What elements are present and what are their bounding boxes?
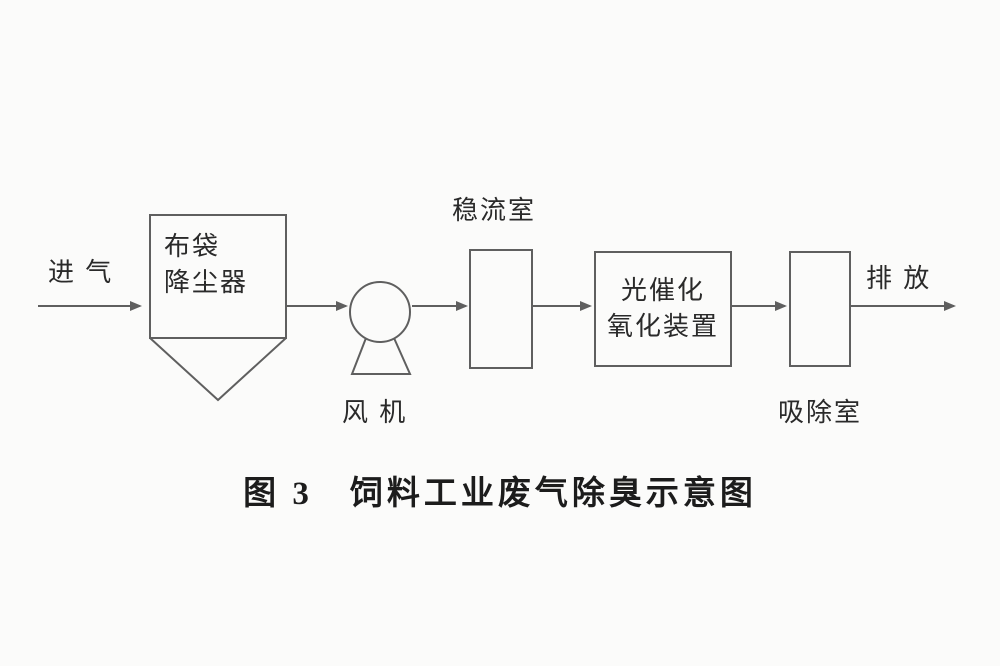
dust-collector-hopper [149,337,287,402]
inlet-label: 进 气 [48,257,114,287]
photocatalytic-label-line1: 光催化 [620,275,705,305]
dust-collector-label-line2: 降尘器 [164,267,249,297]
fan-label: 风 机 [342,397,408,427]
stabilizer-chamber-box [469,249,533,369]
photocatalytic-unit-box [594,251,732,367]
dust-collector-label-line1: 布袋 [164,231,221,261]
figure-caption: 图 3 饲料工业废气除臭示意图 [243,476,757,512]
fan-stand [350,337,412,375]
dust-collector-box [149,214,287,339]
photocatalytic-label-line2: 氧化装置 [606,311,719,341]
outlet-label: 排 放 [866,263,932,293]
stabilizer-label: 稳流室 [452,195,537,225]
absorber-chamber-box [789,251,851,367]
photocatalytic-label: 光催化 氧化装置 [595,272,731,344]
dust-collector-label: 布袋 降尘器 [164,228,248,300]
absorber-label: 吸除室 [778,397,863,427]
fan-circle [349,281,411,343]
